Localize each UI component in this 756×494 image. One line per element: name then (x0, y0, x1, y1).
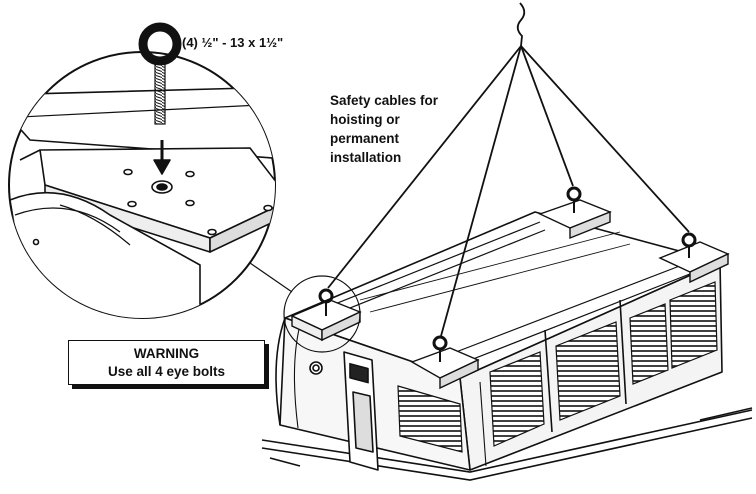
vent-louvers (397, 281, 718, 453)
eye-bolt-icon (138, 22, 182, 125)
cables-label-line: Safety cables for (330, 93, 439, 108)
eye-bolts (318, 186, 697, 362)
cables-label-line: permanent (330, 131, 400, 146)
eye-bolt-icon (432, 335, 448, 362)
warning-body: Use all 4 eye bolts (107, 363, 226, 379)
detail-callout (249, 262, 361, 353)
base-frame (261, 407, 753, 481)
magnified-detail (8, 22, 276, 319)
eye-bolt-icon (681, 232, 697, 258)
eye-bolt-icon (566, 186, 582, 213)
cables-label-line: hoisting or (330, 112, 400, 127)
cables-label-line: installation (330, 150, 402, 165)
safety-cables-label: Safety cables for hoisting or permanent … (330, 91, 460, 167)
warning-box: WARNING Use all 4 eye bolts (68, 340, 265, 385)
safety-cables (327, 2, 690, 337)
warning-title: WARNING (133, 345, 200, 361)
bolt-spec-label: (4) ½" - 13 x 1½" (182, 35, 284, 50)
down-arrow-icon (153, 140, 171, 175)
eye-bolt-icon (318, 288, 334, 316)
